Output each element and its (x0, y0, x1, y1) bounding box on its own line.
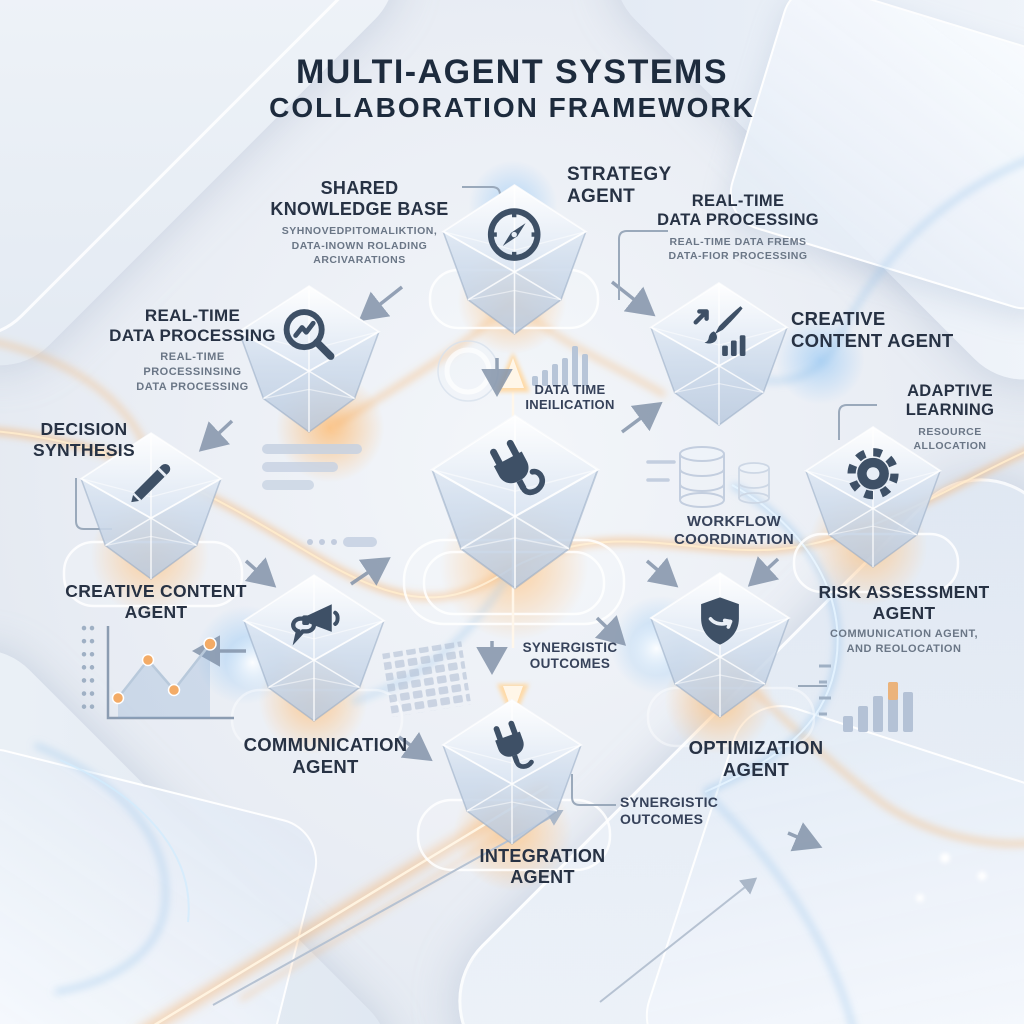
database-icon (646, 446, 770, 508)
bar-chart-icon (532, 346, 588, 386)
search-trend-icon (283, 308, 334, 360)
label-data-time-ineilication: DATA TIME INEILICATION (525, 382, 615, 413)
paintbrush-icon (693, 306, 746, 357)
megaphone-icon (290, 603, 340, 646)
node-communication-agent[interactable] (238, 572, 390, 724)
node-creative-content-agent[interactable] (645, 280, 793, 428)
label-workflow-coordination: WORKFLOW COORDINATION (674, 513, 794, 548)
label-creative-content-agent-left: CREATIVE CONTENT AGENT (65, 581, 247, 622)
label-strategy-agent: STRATEGY AGENT (567, 164, 672, 208)
label-risk-assessment-agent: RISK ASSESSMENT AGENT COMMUNICATION AGEN… (818, 582, 990, 656)
shield-icon (701, 596, 739, 645)
plug-icon (493, 720, 534, 769)
title-line1: MULTI-AGENT SYSTEMS (295, 53, 729, 91)
label-decision-synthesis: DECISION SYNTHESIS (33, 419, 135, 460)
page-title: MULTI-AGENT SYSTEMS COLLABORATION FRAMEW… (0, 53, 1024, 125)
node-integration-hub[interactable] (425, 412, 605, 592)
label-creative-content-agent-right: CREATIVE CONTENT AGENT (791, 308, 954, 351)
grid-icon (382, 641, 472, 717)
label-realtime-data-processing-right: REAL-TIME DATA PROCESSING REAL-TIME DATA… (657, 192, 819, 263)
node-adaptive-learning[interactable] (800, 424, 946, 570)
gear-icon (847, 448, 899, 500)
label-synergistic-outcomes-center: SYNERGISTIC OUTCOMES (522, 640, 618, 671)
label-realtime-data-processing-left: REAL-TIME DATA PROCESSING REAL-TIME PROC… (109, 306, 276, 393)
mini-bars-icon (819, 664, 913, 732)
line-chart-icon (81, 625, 234, 720)
label-shared-knowledge-base: SHARED KNOWLEDGE BASE SYHNOVEDPITOMALIKT… (270, 178, 449, 266)
label-optimization-agent: OPTIMIZATION AGENT (688, 737, 824, 780)
title-line2: COLLABORATION FRAMEWORK (269, 92, 755, 124)
node-realtime-data-processing[interactable] (233, 283, 385, 435)
plug-icon (489, 440, 545, 496)
label-integration-agent: INTEGRATION AGENT (479, 846, 606, 888)
node-risk-assessment-agent[interactable] (645, 570, 795, 720)
equalizer-bars-icon (262, 444, 362, 490)
compass-icon (488, 208, 541, 261)
ring-decoration (444, 347, 492, 395)
label-communication-agent: COMMUNICATION AGENT (243, 734, 408, 777)
dots-trail-icon (307, 537, 377, 547)
node-integration-agent[interactable] (437, 697, 587, 847)
label-synergistic-outcomes-lower: SYNERGISTIC OUTCOMES (620, 794, 719, 827)
label-adaptive-learning: ADAPTIVE LEARNING RESOURCE ALLOCATION (905, 382, 995, 453)
